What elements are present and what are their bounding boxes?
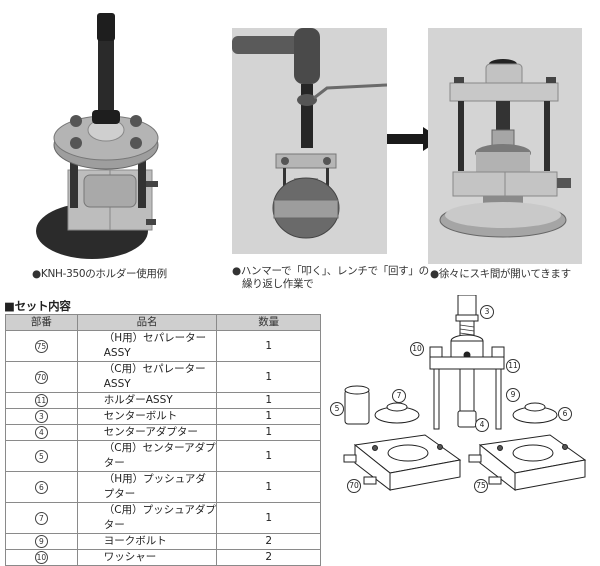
part-number: 3 [34,410,48,423]
part-name: センターアダプター [76,424,218,441]
diagram-label-5: 5 [330,402,344,416]
photo-gap-opening [428,28,582,264]
photo-holder-example [20,5,160,263]
part-name: （C用）プッシュアダプター [76,502,218,534]
part-name: （H用）セパレーターASSY [76,330,218,362]
part-number: 11 [34,394,48,407]
part-qty: 2 [216,549,321,566]
part-number: 5 [34,449,48,463]
part-name: （C用）センターアダプター [76,440,218,472]
part-qty: 1 [216,361,321,393]
caption-line-1: ●ハンマーで「叩く」、レンチで「回す」の [232,265,429,277]
part-name: （C用）セパレーターASSY [76,361,218,393]
set-contents-title: ■セット内容 [4,299,71,313]
table-header-row: 部番 品名 数量 [5,314,321,331]
diagram-label-75: 75 [474,479,488,493]
part-number: 9 [34,535,48,548]
part-name: （H用）プッシュアダプター [76,471,218,503]
diagram-label-10: 10 [410,342,424,356]
part-number: 6 [34,480,48,494]
diagram-label-7: 7 [392,389,406,403]
photo-hammer-wrench [232,28,387,254]
diagram-label-11: 11 [506,359,520,373]
exploded-parts-diagram: 3 10 11 9 7 5 6 4 70 75 [330,294,600,500]
part-number: 75 [34,339,48,353]
diagram-label-3: 3 [480,305,494,319]
part-number: 4 [34,426,48,439]
part-qty: 1 [216,408,321,425]
header-part-number: 部番 [5,314,78,331]
part-number: 10 [34,551,48,564]
header-quantity: 数量 [216,314,321,331]
part-qty: 1 [216,440,321,472]
part-name: ワッシャー [76,549,218,566]
diagram-label-4: 4 [475,418,489,432]
part-number: 70 [34,370,48,384]
diagram-label-70: 70 [347,479,361,493]
part-qty: 1 [216,392,321,409]
header-part-name: 品名 [76,314,218,331]
part-qty: 1 [216,424,321,441]
caption-gap-opening: ●徐々にスキ間が開いてきます [430,268,571,280]
part-name: ヨークボルト [76,533,218,550]
part-qty: 1 [216,330,321,362]
part-name: ホルダーASSY [76,392,218,409]
part-name: センターボルト [76,408,218,425]
caption-holder-example: ●KNH-350のホルダー使用例 [32,268,167,280]
diagram-label-6: 6 [558,407,572,421]
part-number: 7 [34,511,48,525]
part-qty: 1 [216,502,321,534]
part-qty: 1 [216,471,321,503]
diagram-label-9: 9 [506,388,520,402]
caption-hammer-wrench: ●ハンマーで「叩く」、レンチで「回す」の 繰り返し作業で [232,265,429,291]
part-qty: 2 [216,533,321,550]
caption-line-2: 繰り返し作業で [242,278,314,290]
